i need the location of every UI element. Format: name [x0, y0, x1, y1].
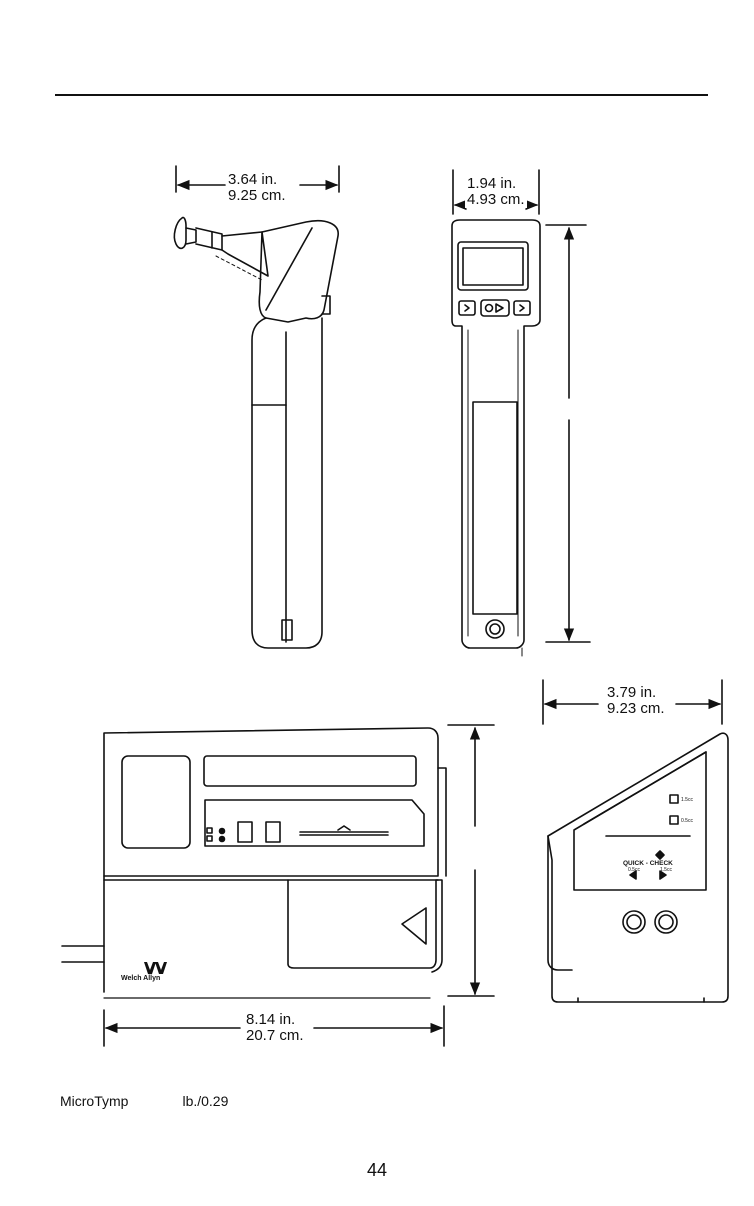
- base-front-view: [62, 725, 494, 1046]
- base-width-in: 8.14 in.: [244, 1012, 297, 1028]
- weight-value: lb./0.29: [182, 1093, 228, 1109]
- base-side-view: [543, 680, 728, 1002]
- quick-check-left-label: 0.5cc: [628, 867, 640, 873]
- quick-check-right-label: 1.5cc: [660, 867, 672, 873]
- handheld-side-width-in: 3.64 in.: [226, 172, 279, 188]
- weight-caption: MicroTymp lb./0.29: [60, 1093, 228, 1109]
- handheld-side-width-cm: 9.25 cm.: [226, 188, 288, 204]
- handheld-front-width-cm: 4.93 cm.: [465, 192, 527, 208]
- quick-check-label: QUICK - CHECK: [623, 860, 673, 867]
- handheld-front-view: [452, 170, 590, 656]
- handheld-side-view: [174, 166, 339, 648]
- welch-allyn-logo: [144, 962, 167, 974]
- base-depth-cm: 9.23 cm.: [605, 701, 667, 717]
- base-width-cm: 20.7 cm.: [244, 1028, 306, 1044]
- page-number: 44: [0, 1160, 754, 1181]
- product-name: MicroTymp: [60, 1093, 128, 1109]
- base-depth-in: 3.79 in.: [605, 685, 658, 701]
- handheld-front-width-in: 1.94 in.: [465, 176, 518, 192]
- volume-upper-label: 1.5cc: [681, 797, 693, 803]
- volume-lower-label: 0.5cc: [681, 818, 693, 824]
- brand-name: Welch Allyn: [121, 975, 160, 982]
